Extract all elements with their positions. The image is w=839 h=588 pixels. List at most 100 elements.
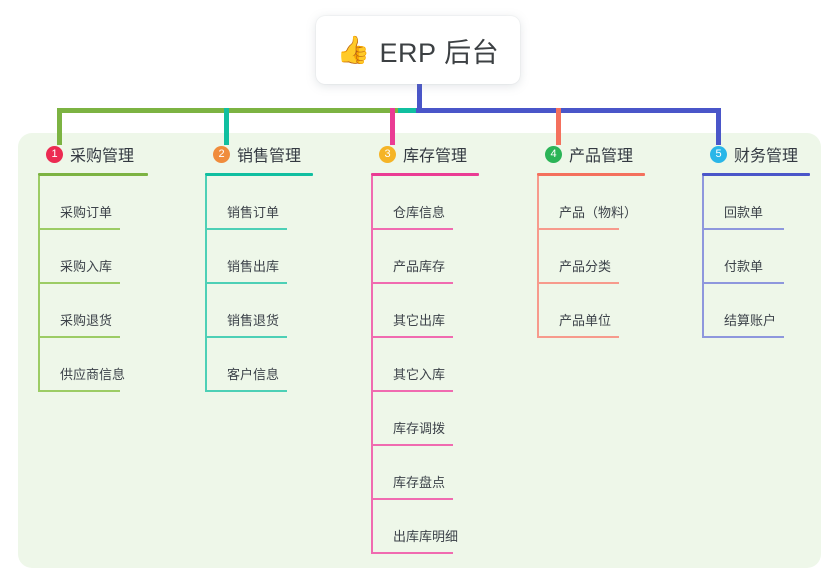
leaf-node[interactable]: 产品分类 <box>537 230 645 284</box>
leaf-spine <box>702 230 704 284</box>
leaf-underline <box>371 282 453 284</box>
leaf-spine <box>371 500 373 554</box>
leaf-label: 库存调拨 <box>393 421 446 436</box>
column-header-销售管理[interactable]: 2 销售管理 <box>205 141 313 167</box>
column-underline <box>205 173 313 176</box>
leaf-node[interactable]: 库存盘点 <box>371 446 479 500</box>
leaf-node[interactable]: 供应商信息 <box>38 338 148 392</box>
leaf-node[interactable]: 产品（物料） <box>537 176 645 230</box>
leaf-label: 产品单位 <box>559 313 612 328</box>
leaf-spine <box>537 176 539 230</box>
leaf-label: 采购入库 <box>60 259 113 274</box>
leaf-spine <box>537 230 539 284</box>
leaf-node[interactable]: 销售订单 <box>205 176 313 230</box>
leaf-label: 其它入库 <box>393 367 446 382</box>
leaf-underline <box>38 228 120 230</box>
leaf-node[interactable]: 采购订单 <box>38 176 148 230</box>
column-underline <box>537 173 645 176</box>
leaf-spine <box>205 284 207 338</box>
column-header-库存管理[interactable]: 3 库存管理 <box>371 141 479 167</box>
leaf-label: 采购订单 <box>60 205 113 220</box>
column-库存管理: 3 库存管理仓库信息产品库存其它出库其它入库库存调拨库存盘点出库库明细 <box>371 141 479 554</box>
leaf-node[interactable]: 出库库明细 <box>371 500 479 554</box>
leaf-node[interactable]: 回款单 <box>702 176 810 230</box>
leaf-node[interactable]: 产品单位 <box>537 284 645 338</box>
leaf-underline <box>38 390 120 392</box>
column-items: 产品（物料） 产品分类产品单位 <box>537 176 645 338</box>
leaf-node[interactable]: 采购退货 <box>38 284 148 338</box>
leaf-spine <box>371 392 373 446</box>
leaf-spine <box>702 284 704 338</box>
drop-connector-财务管理 <box>716 108 721 145</box>
leaf-spine <box>38 230 40 284</box>
leaf-label: 产品分类 <box>559 259 612 274</box>
root-node-card[interactable]: 👍 ERP 后台 <box>316 16 520 84</box>
leaf-label: 产品库存 <box>393 259 446 274</box>
leaf-underline <box>205 282 287 284</box>
leaf-node[interactable]: 仓库信息 <box>371 176 479 230</box>
column-items: 仓库信息产品库存其它出库其它入库库存调拨库存盘点出库库明细 <box>371 176 479 554</box>
column-underline <box>38 173 148 176</box>
column-title: 采购管理 <box>70 148 135 165</box>
leaf-node[interactable]: 客户信息 <box>205 338 313 392</box>
leaf-spine <box>38 284 40 338</box>
leaf-label: 采购退货 <box>60 313 113 328</box>
leaf-underline <box>371 390 453 392</box>
column-badge-3: 3 <box>379 145 396 163</box>
root-node-title: ERP 后台 <box>379 37 500 68</box>
column-badge-1: 1 <box>46 145 63 163</box>
leaf-underline <box>702 336 784 338</box>
column-items: 回款单付款单结算账户 <box>702 176 810 338</box>
leaf-underline <box>537 282 619 284</box>
leaf-spine <box>371 338 373 392</box>
column-underline <box>702 173 810 176</box>
leaf-underline <box>205 228 287 230</box>
leaf-node[interactable]: 其它入库 <box>371 338 479 392</box>
drop-connector-采购管理 <box>57 108 62 145</box>
drop-connector-销售管理 <box>224 108 229 145</box>
leaf-spine <box>371 284 373 338</box>
leaf-node[interactable]: 销售出库 <box>205 230 313 284</box>
leaf-spine <box>702 176 704 230</box>
column-items: 销售订单销售出库销售退货客户信息 <box>205 176 313 392</box>
column-销售管理: 2 销售管理销售订单销售出库销售退货客户信息 <box>205 141 313 392</box>
leaf-label: 出库库明细 <box>393 529 459 544</box>
column-title: 销售管理 <box>237 148 302 165</box>
column-badge-5: 5 <box>710 145 727 163</box>
leaf-node[interactable]: 库存调拨 <box>371 392 479 446</box>
leaf-label: 库存盘点 <box>393 475 446 490</box>
column-badge-2: 2 <box>213 145 230 163</box>
column-header-采购管理[interactable]: 1 采购管理 <box>38 141 148 167</box>
leaf-node[interactable]: 销售退货 <box>205 284 313 338</box>
leaf-spine <box>38 338 40 392</box>
leaf-spine <box>205 230 207 284</box>
leaf-node[interactable]: 采购入库 <box>38 230 148 284</box>
leaf-underline <box>205 336 287 338</box>
drop-connector-产品管理 <box>556 108 561 145</box>
leaf-underline <box>371 444 453 446</box>
thumbs-up-icon: 👍 <box>336 34 371 65</box>
leaf-node[interactable]: 其它出库 <box>371 284 479 338</box>
leaf-node[interactable]: 结算账户 <box>702 284 810 338</box>
leaf-label: 客户信息 <box>227 367 280 382</box>
leaf-node[interactable]: 产品库存 <box>371 230 479 284</box>
leaf-node[interactable]: 付款单 <box>702 230 810 284</box>
column-title: 库存管理 <box>403 148 468 165</box>
leaf-spine <box>371 230 373 284</box>
diagram-panel <box>18 133 821 568</box>
leaf-spine <box>38 176 40 230</box>
leaf-spine <box>537 284 539 338</box>
root-node-content: 👍 ERP 后台 <box>337 31 499 70</box>
horizontal-connector-blue <box>416 108 718 113</box>
leaf-label: 销售订单 <box>227 205 280 220</box>
leaf-label: 付款单 <box>724 259 764 274</box>
leaf-underline <box>205 390 287 392</box>
leaf-spine <box>371 446 373 500</box>
column-items: 采购订单采购入库采购退货供应商信息 <box>38 176 148 392</box>
leaf-underline <box>371 552 453 554</box>
leaf-underline <box>38 282 120 284</box>
